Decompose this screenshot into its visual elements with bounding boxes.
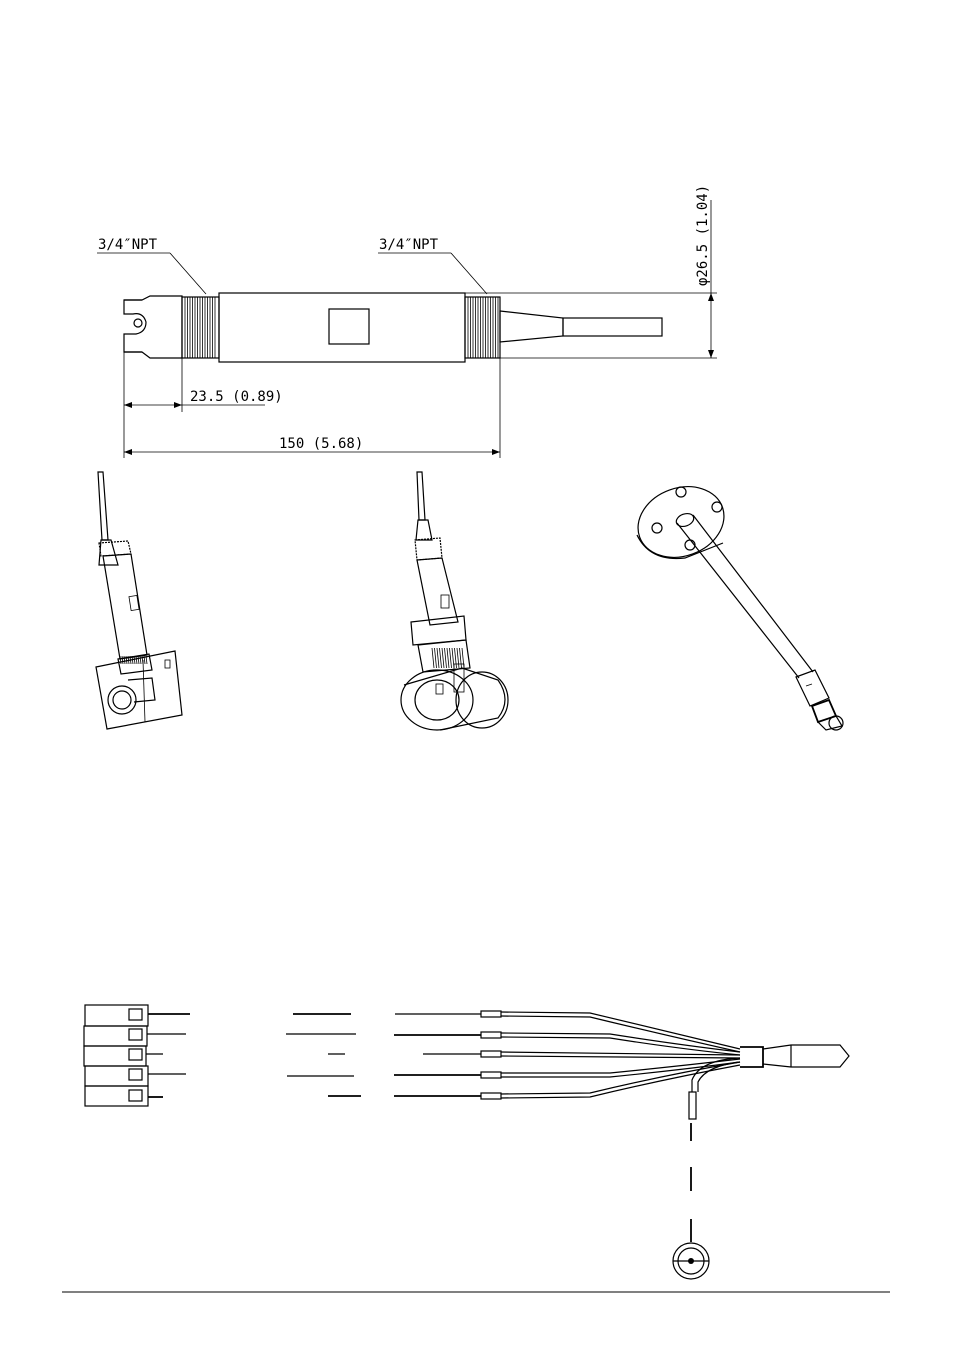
strain-relief-icon <box>500 311 563 342</box>
sensor-on-flange-mount-icon <box>628 475 843 730</box>
thread-hatch-line <box>124 656 125 664</box>
thread-hatch-line <box>440 648 442 668</box>
sensor-side-view-drawing: φ26.5 (1.04) 3/4″NPT 3/4″NPT 23.5 (0.89)… <box>97 185 717 458</box>
cable-sheath-icon <box>740 1045 849 1067</box>
thread-hatch-line <box>435 648 437 668</box>
left-thread-icon <box>182 297 219 358</box>
right-thread-icon <box>465 297 500 358</box>
shield-wire-icon <box>673 1092 709 1279</box>
thread-hatch-line <box>442 648 444 668</box>
cable-break-segments <box>286 1014 481 1096</box>
thread-hatch-line <box>432 648 434 668</box>
thread-hatch-line <box>455 648 457 668</box>
thread-hatch-line <box>136 656 137 664</box>
cable-wiring-terminal-diagram <box>84 1005 849 1279</box>
sensor-body <box>219 293 465 362</box>
thread-right-label: 3/4″NPT <box>379 237 439 253</box>
diameter-label: φ26.5 (1.04) <box>695 185 711 286</box>
thread-hatch-line <box>120 656 121 664</box>
total-length-label: 150 (5.68) <box>279 436 363 452</box>
thread-length-label: 23.5 (0.89) <box>190 389 283 405</box>
thread-left-label: 3/4″NPT <box>98 237 158 253</box>
thread-hatch-line <box>457 648 459 668</box>
sensor-tip-icon <box>124 296 182 358</box>
sensor-mounted-in-tee-fitting-icon <box>401 472 508 730</box>
sensor-label-window <box>329 309 369 344</box>
thread-hatch-line <box>437 648 439 668</box>
thread-hatch-line <box>140 656 141 664</box>
sensor-mounted-in-bracket-icon <box>96 472 182 729</box>
thread-hatch-line <box>447 648 449 668</box>
thread-hatch-line <box>122 656 123 664</box>
cable-stub-icon <box>563 318 662 336</box>
wire-bundle-icon <box>481 1011 740 1099</box>
thread-hatch-line <box>445 648 447 668</box>
thread-hatch-line <box>450 648 452 668</box>
thread-hatch-line <box>460 648 462 668</box>
thread-hatch-line <box>138 656 139 664</box>
terminal-wire-stubs <box>146 1014 190 1097</box>
terminal-block-icon <box>84 1005 148 1106</box>
